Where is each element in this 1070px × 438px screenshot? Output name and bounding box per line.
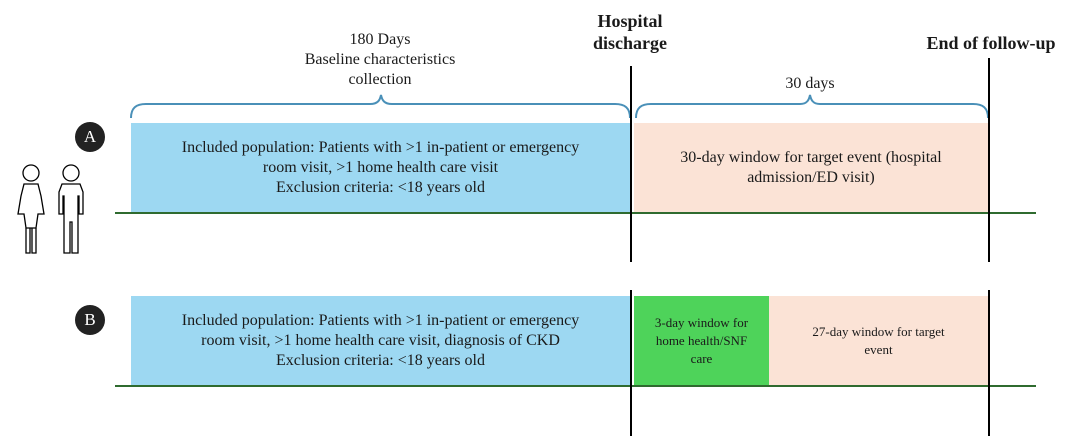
row-b-target-window-box: 27-day window for target event <box>769 296 988 385</box>
baseline-brace <box>130 94 631 119</box>
discharge-marker-line-b <box>630 290 632 436</box>
row-b-snf-line-1: 3-day window for <box>654 314 749 330</box>
row-a-inclusion-line-1: Included population: Patients with >1 in… <box>181 138 580 156</box>
row-a-target-window-box: 30-day window for target event (hospital… <box>634 123 988 212</box>
row-a-badge: A <box>75 122 105 152</box>
followup-days-label: 30 days <box>785 75 835 92</box>
discharge-line-1: Hospital <box>597 11 663 31</box>
row-a-inclusion-line-2: room visit, >1 home health care visit <box>262 158 499 176</box>
row-b-timeline <box>115 385 1036 387</box>
row-b-exclusion: Exclusion criteria: <18 years old <box>276 351 485 369</box>
end-of-followup-label: End of follow-up <box>926 33 1056 53</box>
row-b-badge: B <box>75 305 105 335</box>
baseline-period-label: 180 Days Baseline characteristics collec… <box>250 30 510 90</box>
row-a-baseline-box: Included population: Patients with >1 in… <box>131 123 630 212</box>
row-a-timeline <box>115 212 1036 214</box>
end-followup-marker-line-b <box>988 290 990 436</box>
row-b-inclusion-line-2: room visit, >1 home health care visit, d… <box>201 331 560 349</box>
baseline-subtitle: collection <box>348 71 412 88</box>
row-b-window-line-2: event <box>864 341 893 357</box>
baseline-title: Baseline characteristics <box>304 51 456 68</box>
row-b-baseline-box: Included population: Patients with >1 in… <box>131 296 630 385</box>
row-b-snf-window-box: 3-day window for home health/SNF care <box>634 296 769 385</box>
row-a-exclusion: Exclusion criteria: <18 years old <box>276 178 485 196</box>
followup-brace <box>635 94 989 119</box>
discharge-line-2: discharge <box>593 33 667 53</box>
row-b-snf-line-3: care <box>690 350 713 366</box>
baseline-days: 180 Days <box>349 31 411 48</box>
end-followup-marker-line <box>988 58 990 262</box>
female-person-icon <box>17 164 45 254</box>
row-a-window-line-2: admission/ED visit) <box>747 168 875 186</box>
discharge-marker-line <box>630 66 632 262</box>
row-b-window-line-1: 27-day window for target <box>812 323 945 339</box>
row-b-inclusion-line-1: Included population: Patients with >1 in… <box>181 311 580 329</box>
row-b-snf-line-2: home health/SNF <box>655 332 748 348</box>
row-a-window-line-1: 30-day window for target event (hospital <box>680 148 942 166</box>
hospital-discharge-label: Hospital discharge <box>570 10 690 54</box>
male-person-icon <box>58 164 84 254</box>
